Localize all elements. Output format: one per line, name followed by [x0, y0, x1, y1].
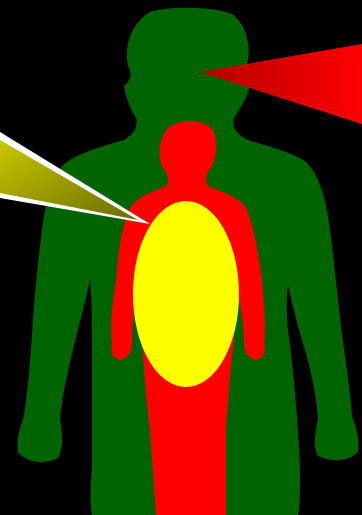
inner-ellipse [133, 201, 239, 387]
